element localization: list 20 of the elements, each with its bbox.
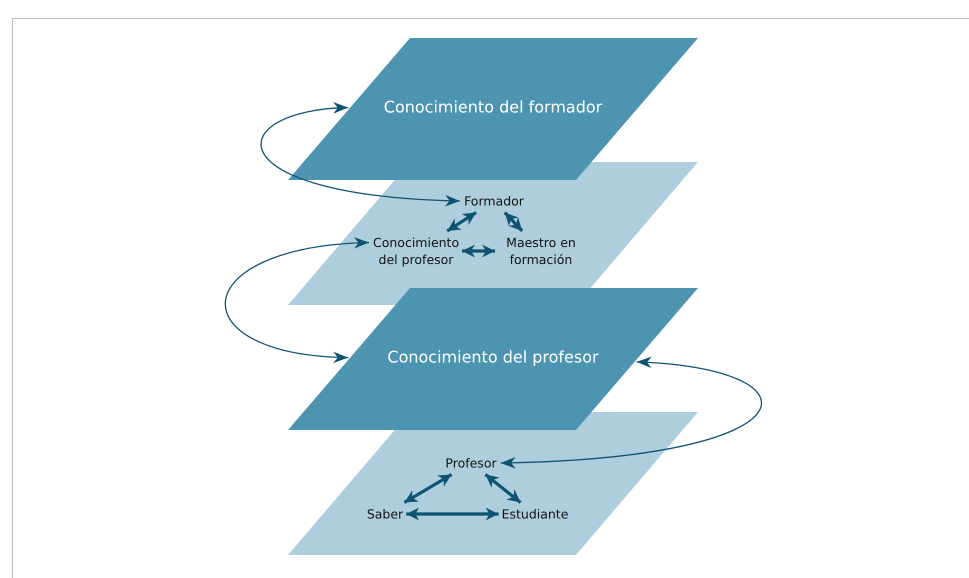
node-label: Profesor	[445, 454, 497, 472]
layer-parallelogram	[288, 288, 698, 430]
double-arrow	[504, 211, 524, 232]
layer-parallelogram	[288, 412, 698, 555]
node-label: Conocimiento del profesor	[373, 234, 459, 268]
node-label: Saber	[366, 506, 404, 522]
layer-title: Conocimiento del profesor	[387, 348, 599, 366]
double-arrow	[446, 211, 477, 232]
node-label: Formador	[464, 192, 524, 210]
node-label: Estudiante	[502, 506, 568, 522]
curved-arrow	[500, 357, 762, 468]
layer-title: Conocimiento del formador	[384, 98, 602, 116]
layer-parallelogram	[288, 38, 698, 180]
double-arrow	[406, 508, 499, 520]
double-arrow	[462, 244, 495, 258]
curved-arrow	[224, 238, 370, 362]
curved-arrow	[260, 102, 460, 206]
node-label: Maestro en formación	[498, 234, 584, 268]
double-arrow	[404, 473, 452, 504]
double-arrow	[484, 473, 522, 504]
